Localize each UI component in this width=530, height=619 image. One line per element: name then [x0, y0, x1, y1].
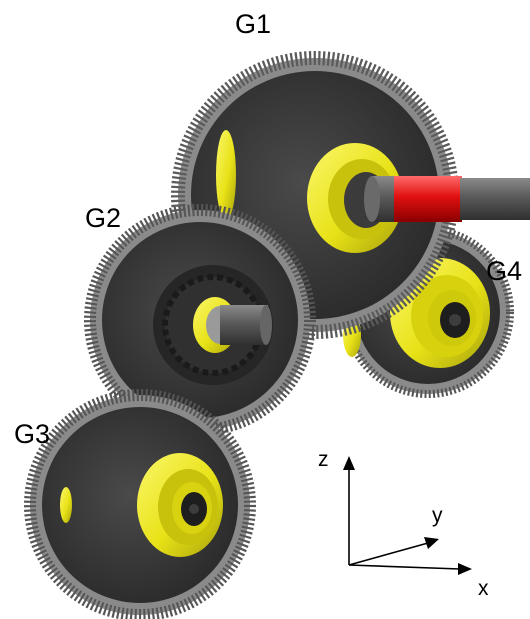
x-axis [348, 564, 461, 570]
y-axis [348, 542, 429, 566]
gear-g3 [24, 389, 256, 619]
output-shaft [364, 176, 530, 222]
bearing-g3 [137, 453, 223, 557]
label-g3: G3 [14, 419, 51, 449]
axis-label-z: z [318, 448, 329, 471]
axis-label-y: y [432, 504, 443, 527]
gear-g2 [84, 204, 316, 436]
axis-label-x: x [478, 577, 489, 600]
gear-g1 [171, 51, 530, 339]
label-g2: G2 [85, 203, 122, 233]
label-g4: G4 [486, 256, 523, 286]
coordinate-axes [343, 456, 472, 575]
label-g1: G1 [235, 9, 272, 39]
